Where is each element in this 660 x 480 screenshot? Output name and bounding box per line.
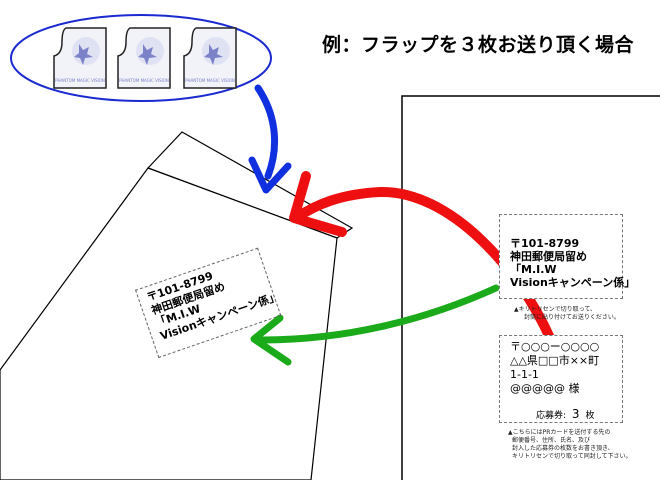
footer-instruction-note: ▲こちらにはPRカードを送付する先の 郵便番号、住所、氏名、及び 封入した応募券… <box>508 429 632 460</box>
sheet-department: Visionキャンペーン係」 <box>510 276 636 289</box>
entry-count-value: 3 <box>571 407 580 421</box>
flap-brand-text: PHANTOM MAGIC VISION <box>55 78 105 83</box>
flap-token: PHANTOM MAGIC VISION <box>117 27 171 89</box>
entry-count-label: 応募券: <box>536 411 567 421</box>
flap-group-ellipse <box>10 14 272 102</box>
red-arrowhead <box>289 171 347 237</box>
sender-label: 〒○○○ー○○○○ △△県□□市××町 1-1-1 @@@@@ 様 応募券: 3… <box>499 335 623 423</box>
flap-token: PHANTOM MAGIC VISION <box>183 27 237 89</box>
diagram-caption: 例：フラップを３枚お送り頂く場合 <box>322 34 635 56</box>
sheet-border <box>401 95 660 480</box>
entry-count-unit: 枚 <box>585 411 595 421</box>
flap-brand-text: PHANTOM MAGIC VISION <box>185 78 235 83</box>
green-arrow <box>258 284 500 344</box>
cut-instruction-note: ▲キリトリセンで切り取って、 封筒に貼り付けてお送りください。 <box>514 306 620 321</box>
flap-brand-text: PHANTOM MAGIC VISION <box>119 78 169 83</box>
blue-arrow <box>254 84 279 180</box>
flap-token: PHANTOM MAGIC VISION <box>53 27 107 89</box>
sender-address-line1: △△県□□市××町 <box>510 354 600 367</box>
sender-postal-code: 〒○○○ー○○○○ <box>510 340 600 353</box>
sheet-address-label: 〒101-8799 神田郵便局留め 「M.I.W Visionキャンペーン係」 <box>499 214 636 299</box>
sheet-postal-code: 〒101-8799 <box>510 237 580 250</box>
blue-arrowhead <box>248 156 292 194</box>
sheet-recipient: 「M.I.W <box>510 263 557 276</box>
sender-name: @@@@@ 様 <box>510 382 580 395</box>
entry-count: 応募券: 3 枚 <box>536 407 594 423</box>
sender-address-line2: 1-1-1 <box>510 368 539 381</box>
green-arrowhead <box>250 314 292 366</box>
sheet-post-office: 神田郵便局留め <box>510 250 587 263</box>
